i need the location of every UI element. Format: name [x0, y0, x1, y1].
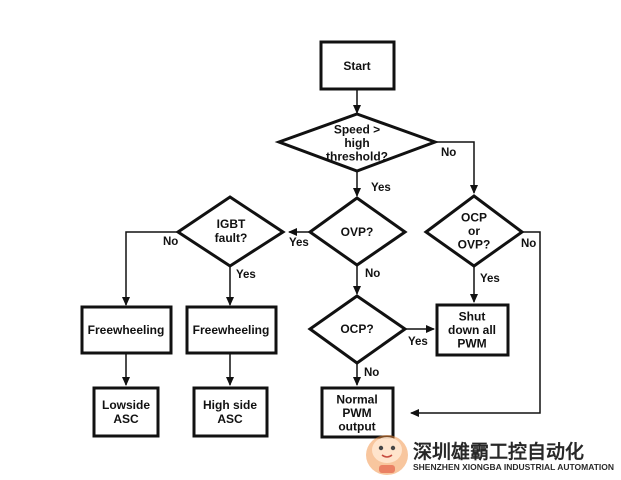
node-freewheeling-right-box: [185, 305, 278, 355]
edge-label-ovp-yes: Yes: [289, 237, 309, 249]
node-normal-pwm-box: [320, 386, 395, 439]
node-freewheeling-right-label: Freewheeling: [193, 323, 270, 337]
node-label-line: IGBT: [217, 217, 246, 231]
node-label-line: Shut: [459, 310, 486, 324]
node-label-line: OCP: [461, 211, 487, 225]
edge-label-igbt-no: No: [163, 236, 178, 248]
node-highside-asc-box: [192, 386, 269, 438]
node-start: Start: [319, 40, 396, 91]
node-label-line: PWM: [342, 406, 371, 420]
node-label-line: Lowside: [102, 398, 150, 412]
node-speed-decision-shape: [274, 112, 440, 173]
node-label-line: OVP?: [341, 225, 374, 239]
edge-label-ocp-ovp-no: No: [521, 238, 536, 250]
node-label-line: threshold?: [326, 150, 388, 164]
edge-labels: Yes No Yes No No Yes Yes No Yes No: [163, 147, 536, 379]
node-ovp-decision-shape: [307, 196, 408, 267]
watermark-company-name-cn: 深圳雄霸工控自动化: [413, 440, 584, 463]
node-ocp-decision-label: OCP?: [340, 322, 373, 336]
edges: [122, 90, 541, 417]
node-ocp-ovp-decision-shape: [423, 194, 525, 268]
node-label-line: down all: [448, 323, 496, 337]
node-label-line: ASC: [113, 412, 139, 426]
mascot-icon: [366, 435, 408, 475]
node-igbt-decision-shape: [175, 195, 286, 268]
node-start-label: Start: [343, 59, 370, 73]
node-label-line: Start: [343, 59, 370, 73]
node-label-line: OCP?: [340, 322, 373, 336]
edge-label-speed-yes: Yes: [371, 182, 391, 194]
node-label-line: PWM: [457, 337, 486, 351]
node-label-line: High side: [203, 398, 257, 412]
node-ovp-decision-label: OVP?: [341, 225, 374, 239]
edge-label-ovp-no: No: [365, 268, 380, 280]
node-label-line: Freewheeling: [88, 323, 165, 337]
edge-label-speed-no: No: [441, 147, 456, 159]
edge-igbt-no: [122, 231, 178, 306]
node-label-line: ASC: [217, 412, 243, 426]
watermark: 深圳雄霸工控自动化 SHENZHEN XIONGBA INDUSTRIAL AU…: [366, 435, 614, 475]
edge-speed-no: [435, 141, 478, 194]
node-label-line: Normal: [336, 393, 377, 407]
node-freewheeling-left: Freewheeling: [80, 305, 173, 355]
watermark-company-name-en: SHENZHEN XIONGBA INDUSTRIAL AUTOMATION: [413, 462, 614, 472]
node-ovp-decision: OVP?: [307, 196, 408, 267]
node-ocp-decision: OCP?: [307, 294, 408, 365]
edge-label-ocp-no: No: [364, 367, 379, 379]
node-shutdown-pwm-box: [435, 303, 510, 357]
node-start-box: [319, 40, 396, 91]
edge-label-igbt-yes: Yes: [236, 269, 256, 281]
node-label-line: OVP?: [458, 238, 491, 252]
node-label-line: or: [468, 224, 480, 238]
node-label-line: high: [344, 136, 369, 150]
node-freewheeling-right: Freewheeling: [185, 305, 278, 355]
node-label-line: Speed >: [334, 123, 380, 137]
node-label-line: fault?: [215, 231, 248, 245]
node-label-line: output: [338, 420, 375, 434]
node-lowside-asc-box: [92, 386, 160, 438]
edge-label-ocp-yes: Yes: [408, 336, 428, 348]
node-ocp-decision-shape: [307, 294, 408, 365]
node-freewheeling-left-label: Freewheeling: [88, 323, 165, 337]
node-label-line: Freewheeling: [193, 323, 270, 337]
edge-label-ocp-ovp-yes: Yes: [480, 273, 500, 285]
node-freewheeling-left-box: [80, 305, 173, 355]
edge-ocp-ovp-no: [410, 231, 541, 417]
